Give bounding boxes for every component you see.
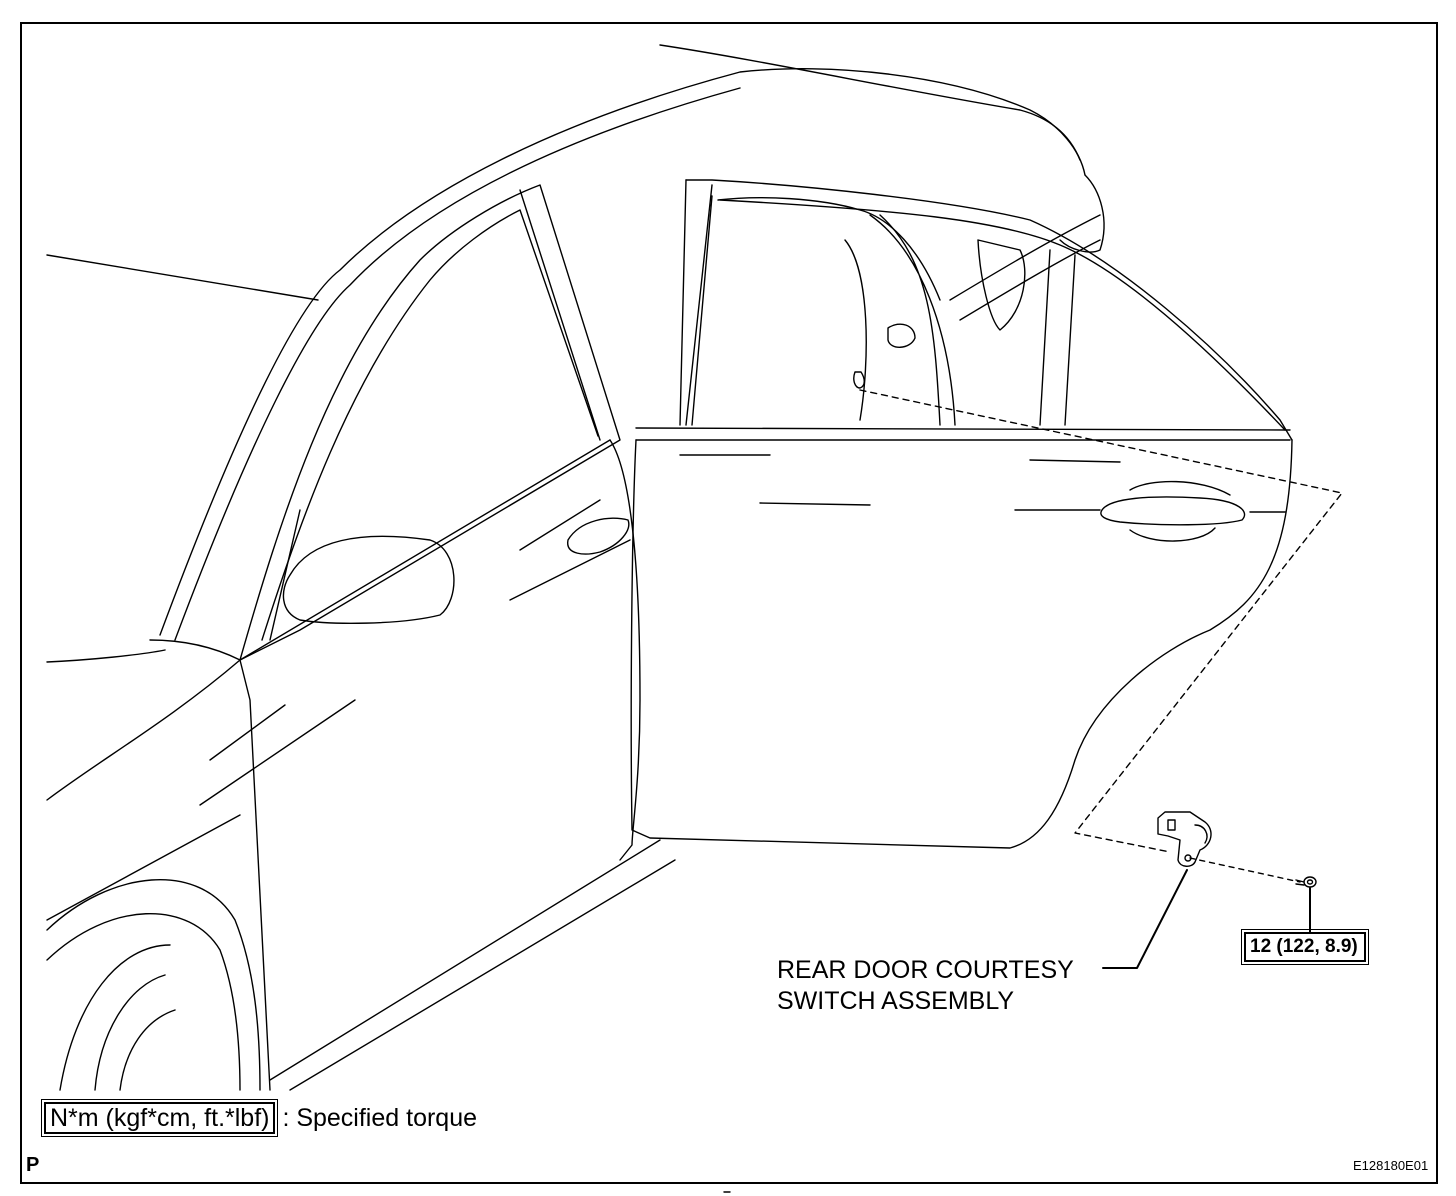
- torque-legend-text: : Specified torque: [282, 1104, 478, 1132]
- figure-frame: [20, 22, 1438, 1184]
- corner-letter: P: [26, 1154, 40, 1176]
- rear-door-handle-recess: [1129, 480, 1231, 542]
- figure-id: E128180E01: [1353, 1158, 1429, 1173]
- callout-dashed-line: [859, 389, 1343, 853]
- part-callout-label: REAR DOOR COURTESY SWITCH ASSEMBLY: [777, 955, 1074, 1017]
- rear-deck: [1059, 174, 1105, 253]
- mirror-mount: [269, 509, 301, 641]
- roof-line: [159, 68, 1086, 636]
- rear-door-handle: [1100, 496, 1246, 526]
- part-label-line-2: SWITCH ASSEMBLY: [777, 987, 1015, 1015]
- courtesy-switch-part: [1157, 811, 1212, 867]
- interior-c-pillar: [844, 239, 867, 421]
- side-mirror: [282, 535, 455, 624]
- front-tire-rim: [119, 1009, 176, 1091]
- body-sill-line: [46, 814, 241, 921]
- torque-legend-units: N*m (kgf*cm, ft.*lbf): [40, 1099, 279, 1137]
- front-door-crease-4: [519, 499, 601, 551]
- rear-door-window-inner-edge: [691, 195, 713, 426]
- part-label-line-1: REAR DOOR COURTESY: [777, 956, 1074, 984]
- roof-top-edge: [659, 44, 1081, 161]
- rear-door-shell: [630, 439, 1293, 849]
- rear-door-frame: [685, 179, 1293, 441]
- rear-door-belt-line: [635, 427, 1291, 431]
- roof-line-inner: [174, 87, 741, 641]
- front-door-handle: [567, 517, 630, 555]
- front-door-window-frame: [239, 184, 621, 661]
- front-door-crease-2: [209, 704, 286, 761]
- interior-trim: [977, 239, 1026, 331]
- torque-spec-box: 12 (122, 8.9): [1241, 929, 1369, 965]
- interior-seat: [869, 214, 956, 426]
- front-tire-inner: [94, 974, 166, 1091]
- front-door-crease-3: [509, 539, 631, 601]
- bolt-dashed-line: [1189, 857, 1301, 883]
- b-pillar: [519, 189, 601, 441]
- rear-window-line: [949, 214, 1101, 321]
- front-wheel-arch-outer: [46, 879, 261, 1091]
- front-door-crease: [199, 699, 356, 806]
- front-door-shell: [609, 439, 641, 861]
- courtesy-switch-hole: [853, 371, 865, 389]
- rear-door-crease: [679, 454, 1286, 513]
- front-fender-line: [46, 659, 241, 801]
- front-wheel-arch-mid: [46, 913, 241, 1091]
- hood-line: [46, 254, 319, 301]
- part-leader-line: [1102, 869, 1188, 969]
- rocker-bottom: [289, 859, 676, 1091]
- front-tire-outer: [59, 944, 171, 1091]
- rear-door-frame-inner: [685, 184, 941, 426]
- rear-door-upper-rail: [719, 199, 1286, 431]
- front-door-belt: [239, 439, 611, 661]
- cowl-line: [46, 649, 166, 663]
- front-door-window-inner: [261, 209, 599, 641]
- torque-legend: N*m (kgf*cm, ft.*lbf) : Specified torque: [40, 1099, 478, 1137]
- rear-door-glass-frame: [1039, 249, 1076, 426]
- rocker-top: [269, 839, 661, 1081]
- interior-belt-anchor: [887, 323, 916, 348]
- rear-door-window-front: [679, 179, 687, 426]
- a-pillar-base: [149, 639, 271, 1091]
